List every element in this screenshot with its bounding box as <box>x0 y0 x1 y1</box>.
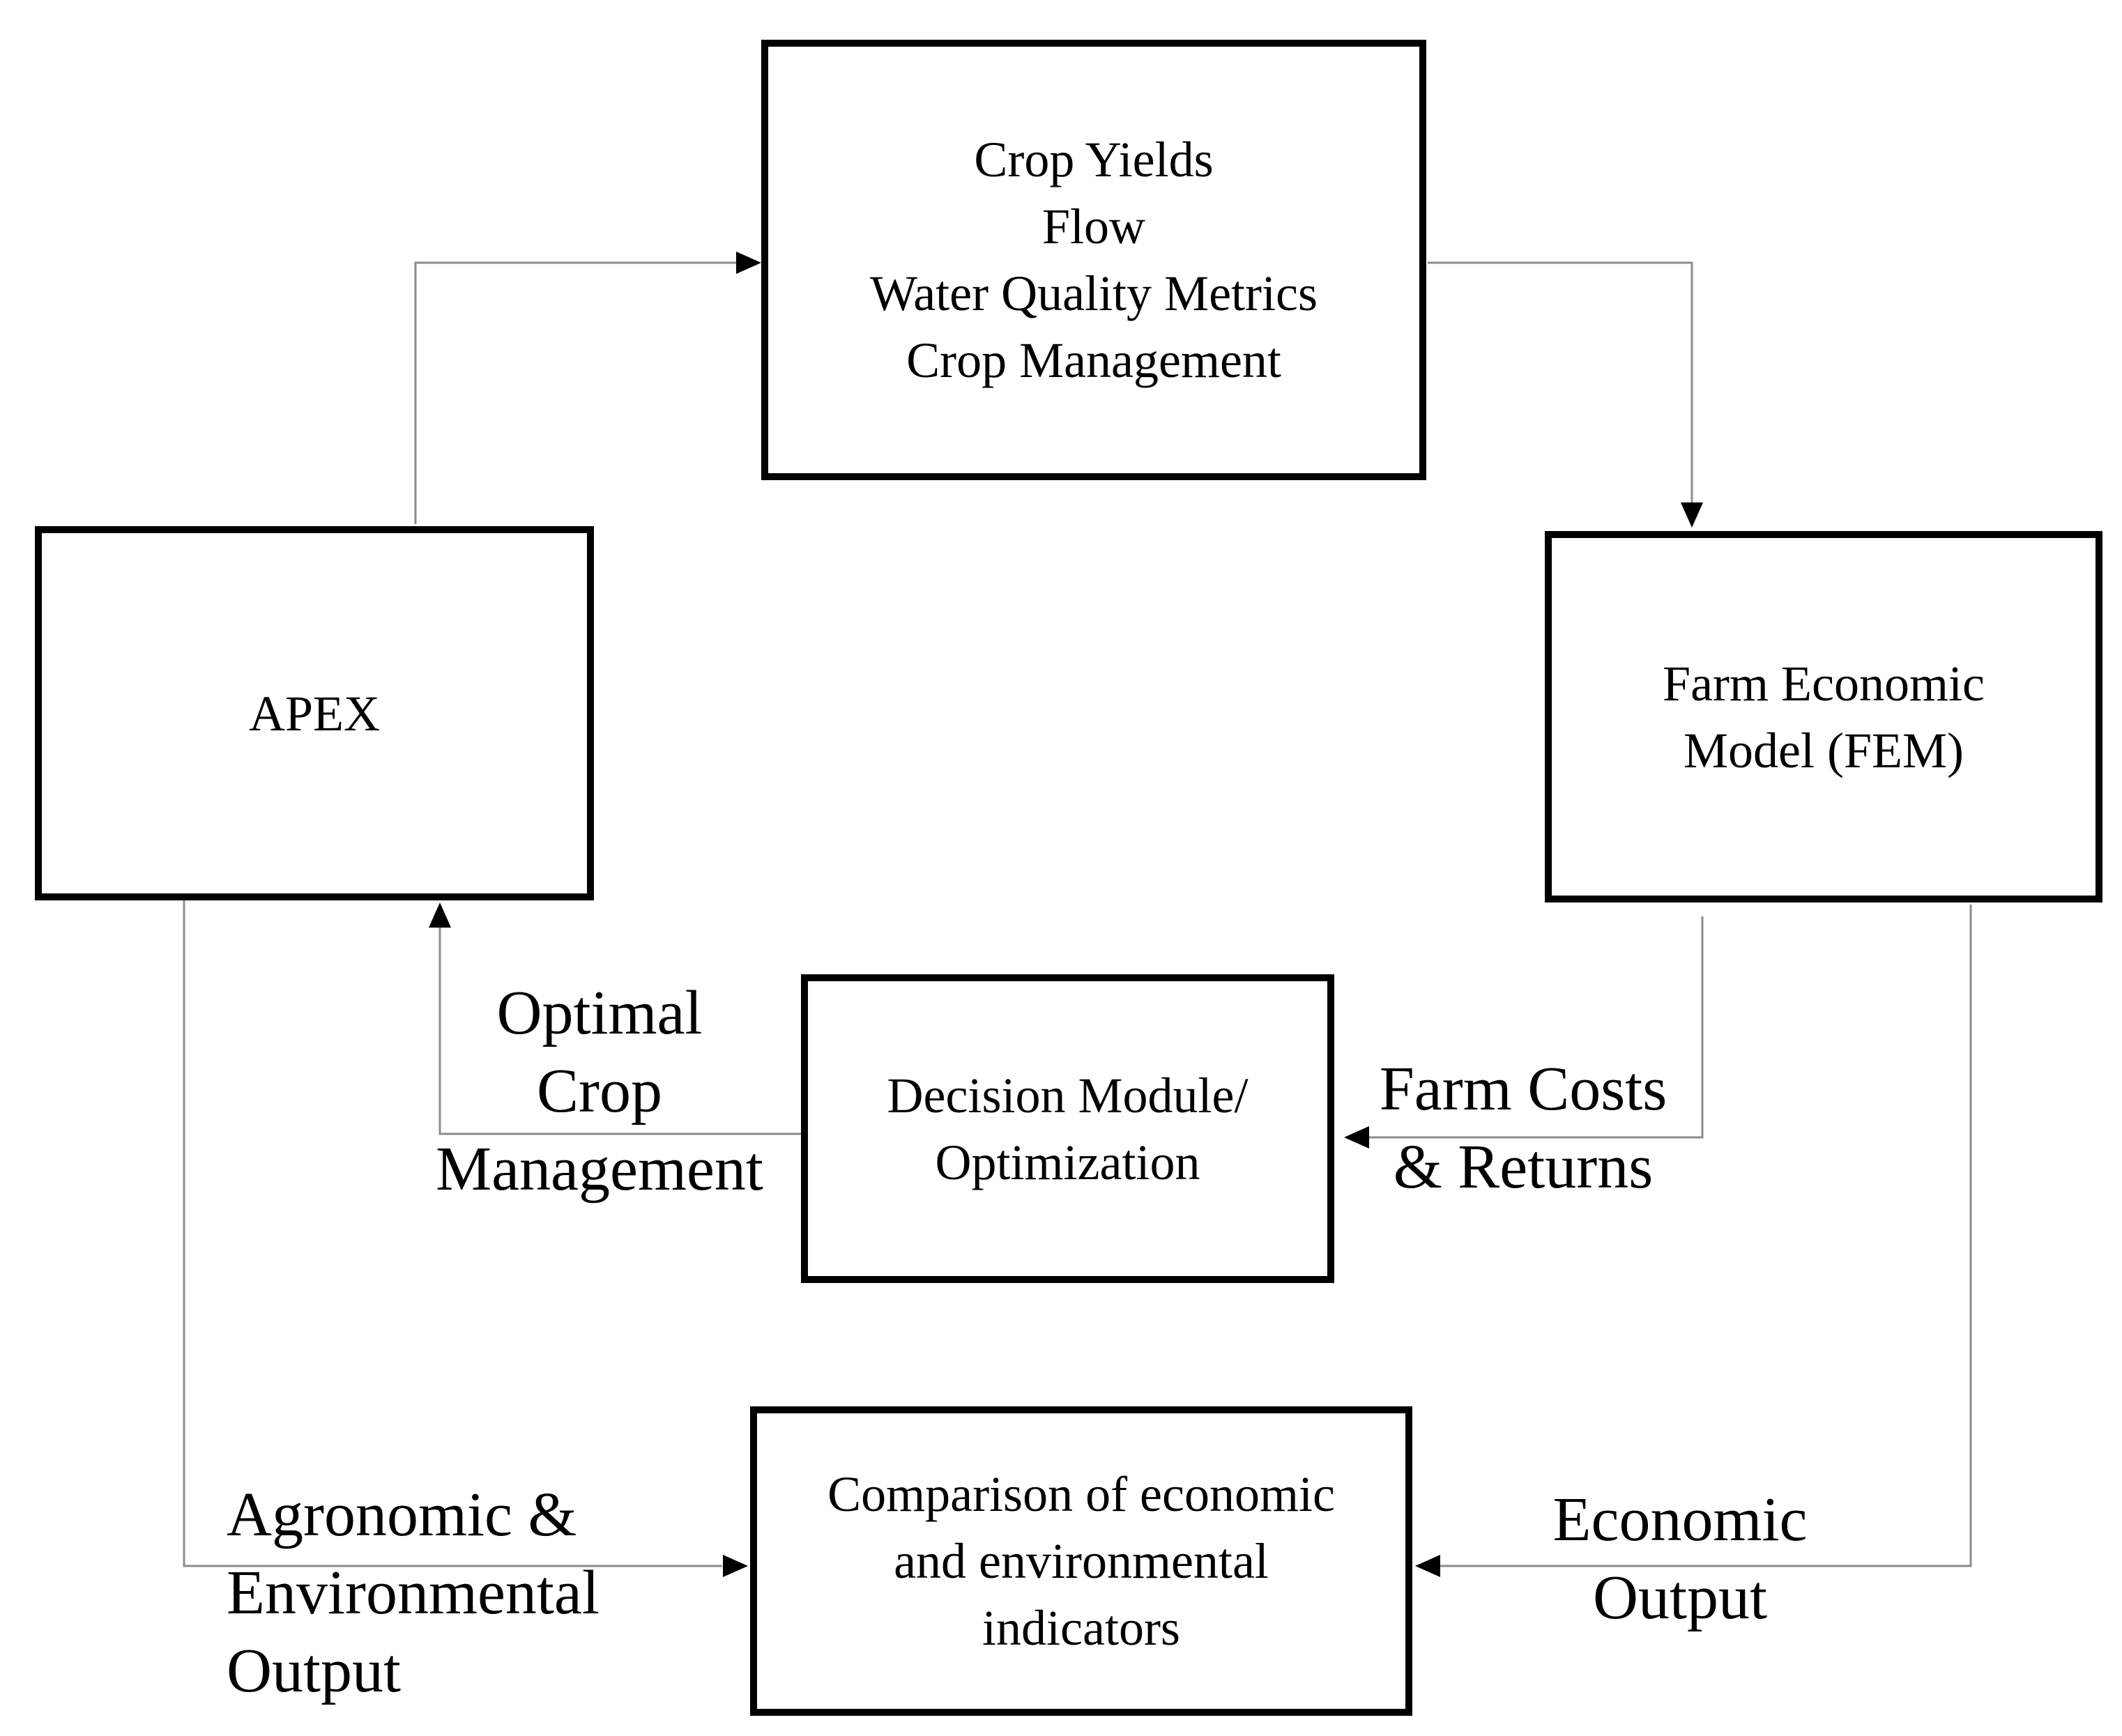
arrowhead-into-fem <box>1681 502 1703 528</box>
connector-outputs-to-fem <box>1428 261 1693 503</box>
economic-line: Economic <box>1552 1485 1808 1554</box>
comparison-box: Comparison of economic and environmental… <box>750 1406 1412 1716</box>
decision-line: Optimization <box>935 1134 1200 1190</box>
arrowhead-into-decision <box>1344 1126 1369 1149</box>
agronomic-line: Environmental <box>227 1558 600 1627</box>
farm-costs-line: & Returns <box>1393 1132 1654 1201</box>
connector-decision-to-apex <box>438 924 801 1135</box>
optimal-line: Management <box>436 1135 763 1204</box>
economic-output-label: Economic Output <box>1499 1481 1861 1637</box>
optimal-line: Optimal <box>496 978 703 1047</box>
connector-fem-to-comparison <box>1440 905 1972 1567</box>
arrowhead-into-apex <box>429 902 451 928</box>
comparison-line: indicators <box>982 1600 1180 1656</box>
connector-apex-to-outputs <box>414 261 739 524</box>
agronomic-line: Output <box>227 1636 402 1705</box>
arrowhead-into-comparison-left <box>723 1555 748 1577</box>
decision-box: Decision Module/ Optimization <box>801 974 1334 1283</box>
outputs-line: Water Quality Metrics <box>870 266 1318 321</box>
apex-label: APEX <box>248 685 380 742</box>
arrowhead-into-comparison-right <box>1415 1555 1440 1577</box>
agronomic-line: Agronomic & <box>227 1480 577 1549</box>
farm-costs-returns-label: Farm Costs & Returns <box>1349 1050 1697 1206</box>
apex-box: APEX <box>35 526 594 900</box>
comparison-line: and environmental <box>894 1533 1269 1589</box>
connector-fem-to-decision <box>1368 916 1704 1139</box>
optimal-line: Crop <box>537 1057 662 1126</box>
arrowhead-into-outputs <box>736 252 761 274</box>
fem-line: Model (FEM) <box>1684 722 1964 778</box>
comparison-line: Comparison of economic <box>827 1466 1335 1522</box>
economic-line: Output <box>1592 1563 1767 1632</box>
fem-box: Farm Economic Model (FEM) <box>1545 531 2102 902</box>
outputs-line: Flow <box>1041 199 1146 254</box>
optimal-crop-management-label: Optimal Crop Management <box>404 974 795 1208</box>
farm-costs-line: Farm Costs <box>1379 1054 1667 1123</box>
outputs-line: Crop Management <box>906 332 1281 388</box>
agronomic-environmental-output-label: Agronomic & Environmental Output <box>227 1476 600 1710</box>
decision-line: Decision Module/ <box>887 1067 1249 1123</box>
outputs-box: Crop Yields Flow Water Quality Metrics C… <box>761 40 1426 480</box>
connector-apex-to-comparison <box>183 900 722 1567</box>
outputs-line: Crop Yields <box>974 132 1214 187</box>
fem-line: Farm Economic <box>1663 655 1985 712</box>
